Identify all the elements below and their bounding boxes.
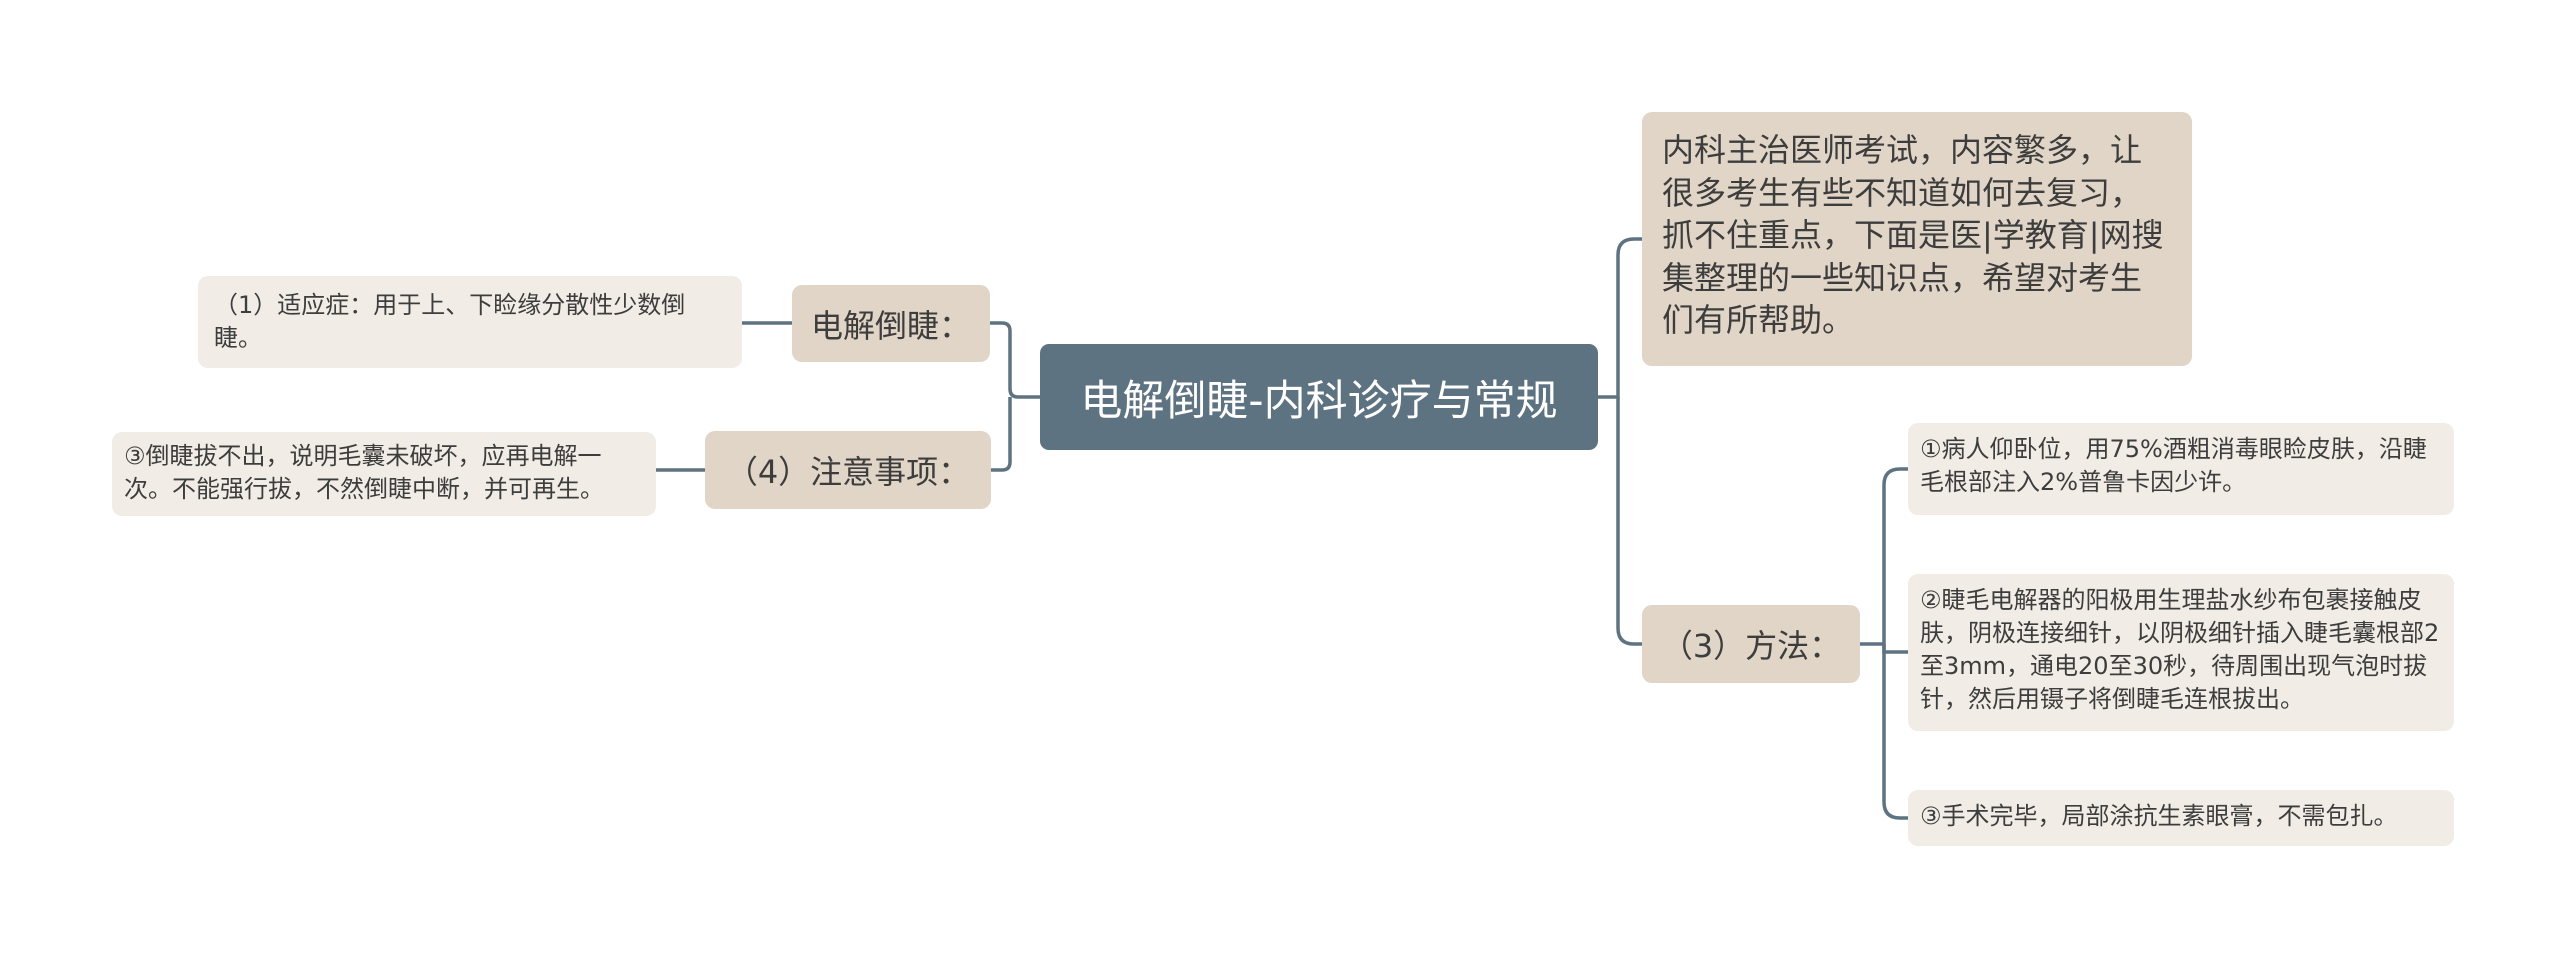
connector-root-electro <box>990 321 1040 399</box>
leaf-method-step-3: ③手术完毕，局部涂抗生素眼膏，不需包扎。 <box>1908 790 2454 846</box>
connector-root-method <box>1616 397 1642 646</box>
leaf-indication-text: （1）适应症：用于上、下睑缘分散性少数倒睫。 <box>214 291 686 352</box>
leaf-method-step-1: ①病人仰卧位，用75%酒粗消毒眼睑皮肤，沿睫毛根部注入2%普鲁卡因少许。 <box>1908 423 2454 515</box>
intro-note: 内科主治医师考试，内容繁多，让很多考生有些不知道如何去复习，抓不住重点，下面是医… <box>1642 112 2192 366</box>
connector-root-notice <box>991 397 1012 472</box>
branch-electrolysis-label: 电解倒睫： <box>810 306 971 345</box>
root-topic: 电解倒睫-内科诊疗与常规 <box>1040 344 1598 450</box>
branch-precautions-label: （4）注意事项： <box>725 453 971 491</box>
leaf-method-step-3-text: ③手术完毕，局部涂抗生素眼膏，不需包扎。 <box>1920 802 2398 830</box>
root-topic-label: 电解倒睫-内科诊疗与常规 <box>1080 375 1558 425</box>
branch-electrolysis: 电解倒睫： <box>792 285 990 362</box>
branch-method-label: （3）方法： <box>1660 627 1842 665</box>
connector-method-step3 <box>1882 644 1908 820</box>
leaf-method-step-2-text: ②睫毛电解器的阳极用生理盐水纱布包裹接触皮肤，阴极连接细针，以阴极细针插入睫毛囊… <box>1920 586 2440 713</box>
leaf-method-step-1-text: ①病人仰卧位，用75%酒粗消毒眼睑皮肤，沿睫毛根部注入2%普鲁卡因少许。 <box>1920 435 2427 496</box>
connector-method-step1 <box>1882 467 1908 644</box>
connector-method-step2 <box>1882 644 1908 654</box>
branch-method: （3）方法： <box>1642 605 1860 683</box>
leaf-indication: （1）适应症：用于上、下睑缘分散性少数倒睫。 <box>198 276 742 368</box>
branch-precautions: （4）注意事项： <box>705 431 991 509</box>
intro-note-text: 内科主治医师考试，内容繁多，让很多考生有些不知道如何去复习，抓不住重点，下面是医… <box>1662 131 2164 339</box>
leaf-precaution-3-text: ③倒睫拔不出，说明毛囊未破坏，应再电解一次。不能强行拔，不然倒睫中断，并可再生。 <box>124 442 604 503</box>
leaf-method-step-2: ②睫毛电解器的阳极用生理盐水纱布包裹接触皮肤，阴极连接细针，以阴极细针插入睫毛囊… <box>1908 574 2454 731</box>
connector-root-intro <box>1598 237 1642 399</box>
leaf-precaution-3: ③倒睫拔不出，说明毛囊未破坏，应再电解一次。不能强行拔，不然倒睫中断，并可再生。 <box>112 432 656 516</box>
